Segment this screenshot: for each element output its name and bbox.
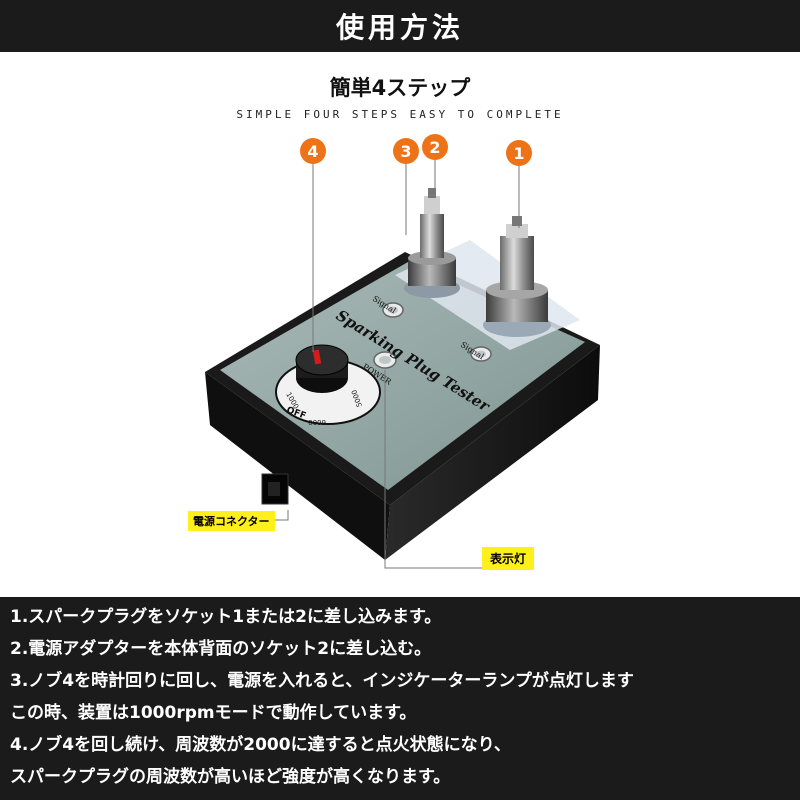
page-title: 使用方法 [335, 11, 464, 44]
knob-4 [295, 344, 349, 393]
indicator-light-label: 表示灯 [482, 547, 535, 570]
callout-3: 3 [393, 138, 419, 164]
steps-title: 簡単4ステップ [329, 76, 471, 100]
indicator-lights [373, 302, 492, 369]
instruction-line-4: この時、装置は1000rpmモードで動作しています。 [10, 703, 417, 723]
instruction-line-1: 1.スパークプラグをソケット1または2に差し込みます。 [10, 607, 442, 627]
callout-2: 2 [422, 134, 448, 160]
power-connector-label: 電源コネクター [188, 511, 275, 531]
instruction-line-3: 3.ノブ4を時計回りに回し、電源を入れると、インジケーターランプが点灯します [10, 671, 634, 691]
instructions-panel: 1.スパークプラグをソケット1または2に差し込みます。 2.電源アダプターを本体… [0, 597, 800, 800]
dial-6000-label: 6000 [308, 418, 326, 426]
steps-subtitle: SIMPLE FOUR STEPS EASY TO COMPLETE [236, 108, 564, 121]
instruction-line-6: スパークプラグの周波数が高いほど強度が高くなります。 [10, 767, 451, 787]
power-port [261, 473, 289, 505]
instruction-line-2: 2.電源アダプターを本体背面のソケット2に差し込む。 [10, 639, 432, 659]
spark-plug-left [404, 188, 460, 298]
instruction-line-5: 4.ノブ4を回し続け、周波数が2000に達すると点火状態になり、 [10, 735, 511, 755]
spark-plug-right [483, 216, 551, 337]
callout-4: 4 [300, 138, 326, 164]
leader-lines [270, 160, 520, 569]
header-bar: 使用方法 [0, 0, 800, 52]
callout-1: 1 [506, 140, 532, 166]
